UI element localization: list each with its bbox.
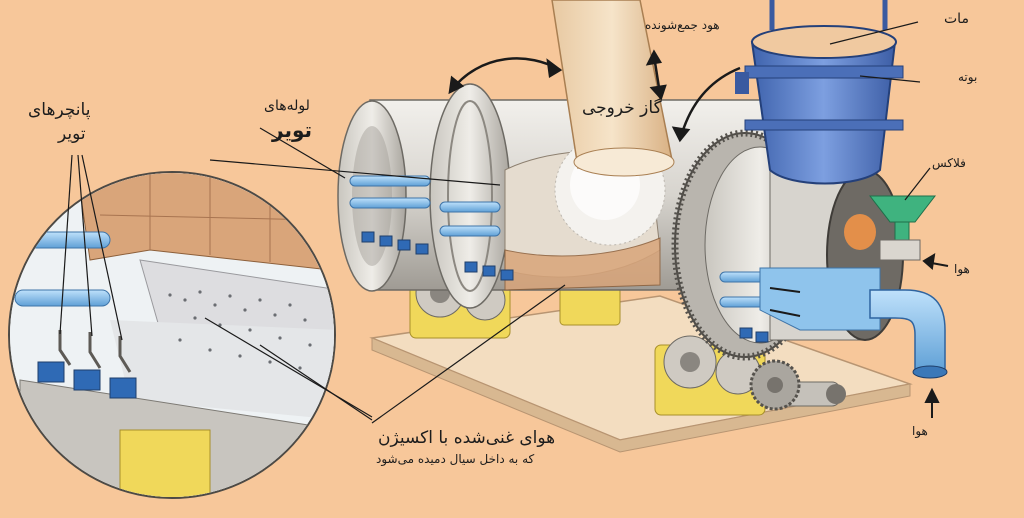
label-ladle: بوته (958, 70, 977, 84)
magnified-inset (0, 155, 340, 500)
support-middle (560, 285, 620, 325)
label-air-bottom: هوا (912, 424, 928, 438)
label-air-top: هوا (954, 262, 970, 276)
label-matte: مات (944, 11, 969, 27)
air-inlet-opening (913, 366, 947, 378)
label-blown-into-melt: که به داخل سیال دمیده می‌شود (376, 452, 534, 466)
label-oxygen-enriched-air: هوای غنی‌شده با اکسیژن (378, 428, 555, 448)
label-flux: فلاکس (932, 156, 966, 170)
label-tuyere-pipes-line2: تویر (272, 118, 312, 142)
label-tuyere-punchers-line1: پانچرهای (28, 100, 90, 120)
label-tuyere-punchers-line2: تویر (58, 124, 86, 144)
label-tuyere-pipes-line1: لوله‌های (264, 98, 310, 114)
label-collecting-hood: هود جمع‌شونده (645, 18, 720, 32)
label-exhaust-gas: گاز خروجی (582, 98, 662, 118)
